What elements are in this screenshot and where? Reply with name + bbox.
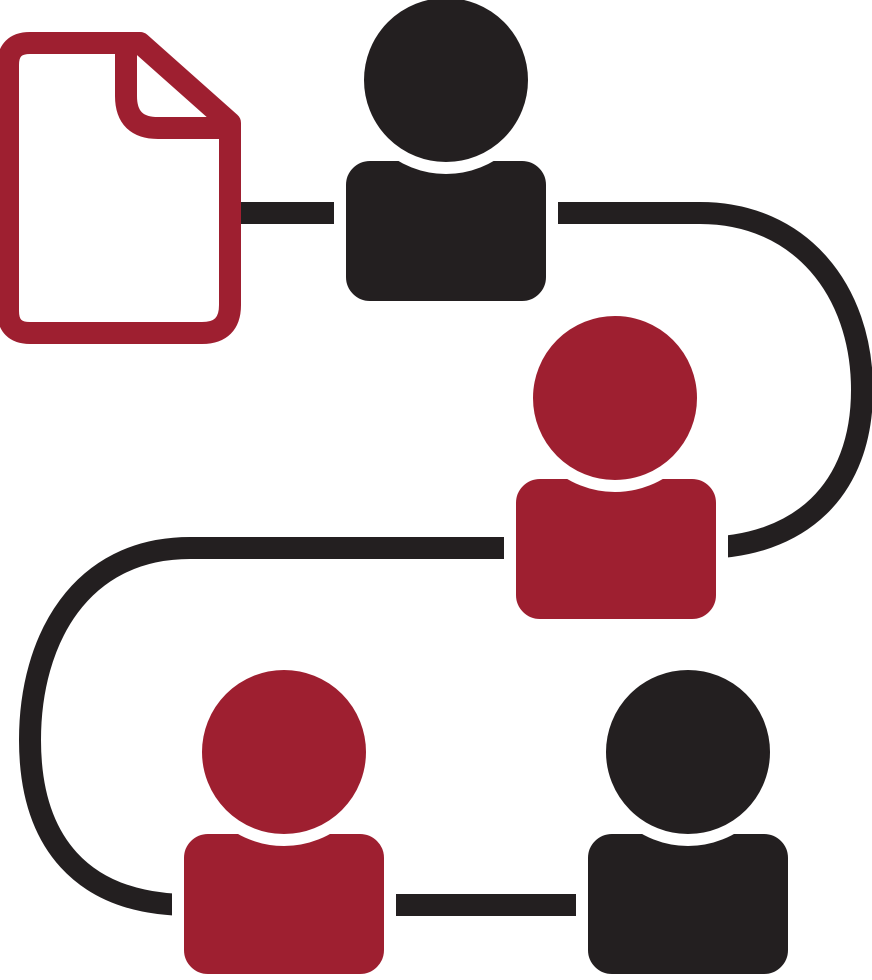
person-icon bbox=[504, 304, 728, 631]
workflow-path bbox=[19, 202, 872, 916]
person-head bbox=[190, 658, 378, 846]
document-fold bbox=[115, 52, 222, 139]
person-icon bbox=[172, 658, 396, 980]
person-head bbox=[594, 658, 782, 846]
person-body bbox=[334, 149, 558, 313]
person-icon bbox=[576, 658, 800, 980]
document-icon bbox=[0, 32, 241, 344]
person-head bbox=[521, 304, 709, 492]
person-head bbox=[352, 0, 540, 174]
person-body bbox=[172, 822, 396, 980]
person-icon bbox=[334, 0, 558, 313]
document-outline bbox=[0, 32, 241, 344]
person-body bbox=[504, 467, 728, 631]
person-body bbox=[576, 822, 800, 980]
